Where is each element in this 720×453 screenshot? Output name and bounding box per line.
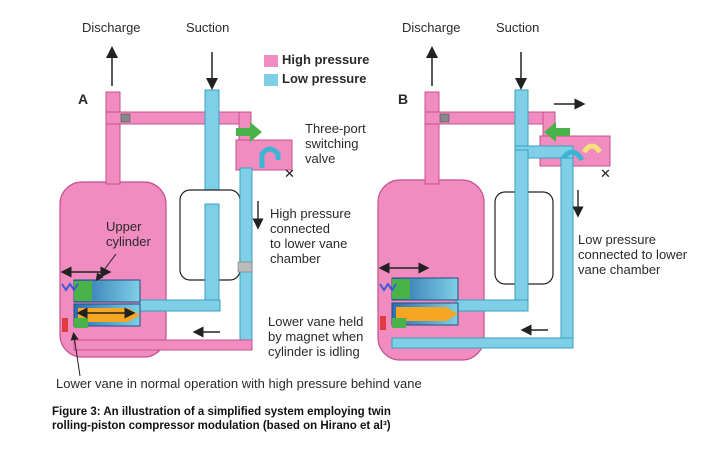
low-connected-label-2: connected to lower [578, 247, 688, 262]
valve-green-arrow-a [236, 122, 262, 142]
switching-valve-label-2: switching [305, 136, 359, 151]
upper-cylinder-label-1: Upper [106, 219, 142, 234]
suction-label-a: Suction [186, 20, 230, 35]
panel-b: ✕ [377, 46, 611, 361]
high-connected-label-2: connected [270, 221, 330, 236]
legend-swatch-high [264, 55, 278, 67]
high-connected-label-4: chamber [270, 251, 321, 266]
svg-text:✕: ✕ [284, 166, 295, 181]
legend-high-label: High pressure [282, 52, 370, 67]
lower-vane-held-label-2: by magnet when [268, 329, 364, 344]
panel-a: ✕ [59, 46, 295, 377]
discharge-label-a: Discharge [82, 20, 141, 35]
compressor-shell-b [377, 179, 485, 361]
caption-line-2: rolling-piston compressor modulation (ba… [52, 420, 391, 432]
upper-cylinder-label-2: cylinder [106, 234, 151, 249]
high-connected-label-1: High pressure [270, 206, 351, 221]
suction-label-b: Suction [496, 20, 540, 35]
legend-low-label: Low pressure [282, 71, 367, 86]
panel-label-b: B [398, 91, 409, 107]
lower-vane-normal-label: Lower vane in normal operation with high… [56, 376, 422, 391]
svg-text:✕: ✕ [600, 166, 611, 181]
low-connected-label-3: vane chamber [578, 262, 661, 277]
low-connected-label-1: Low pressure [578, 232, 657, 247]
compressor-shell-a [59, 181, 167, 358]
caption-line-1: Figure 3: An illustration of a simplifie… [52, 406, 391, 418]
panel-label-a: A [78, 91, 89, 107]
valve-green-arrow-b [544, 122, 570, 142]
high-connected-label-3: to lower vane [270, 236, 348, 251]
legend-swatch-low [264, 74, 278, 86]
lower-vane-held-label-1: Lower vane held [268, 314, 364, 329]
discharge-label-b: Discharge [402, 20, 461, 35]
switching-valve-label-3: valve [305, 151, 336, 166]
figure-caption: Figure 3: An illustration of a simplifie… [52, 405, 391, 433]
switching-valve-label-1: Three-port [305, 121, 366, 136]
lower-vane-held-label-3: cylinder is idling [268, 344, 360, 359]
